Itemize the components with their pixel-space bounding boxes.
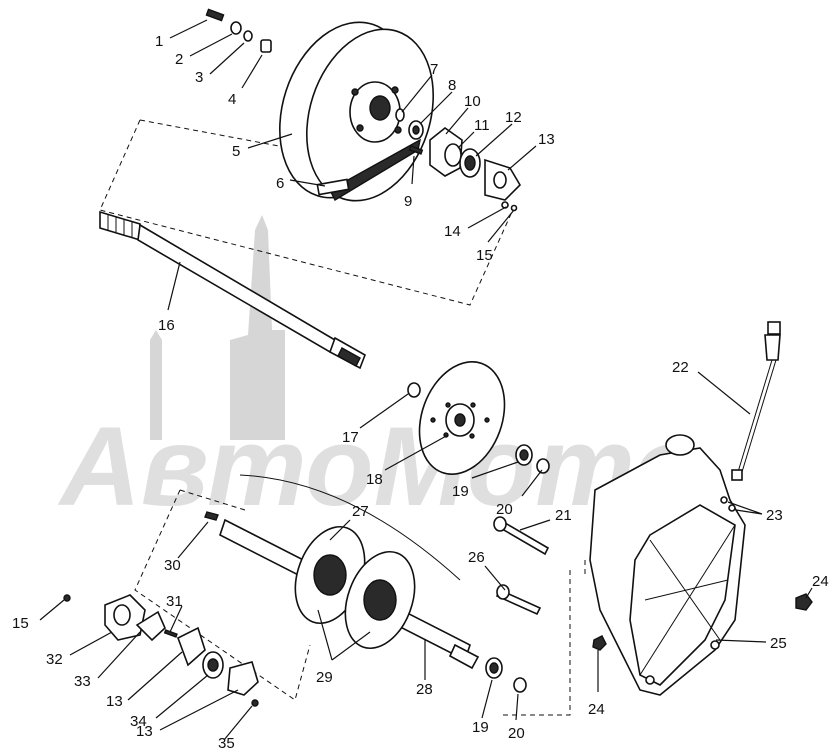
callout-19-mid: 19 [452,483,469,500]
callout-23: 23 [766,507,783,524]
callout-22: 22 [672,359,689,376]
callout-21: 21 [555,507,572,524]
callout-9: 9 [404,193,412,210]
callout-17: 17 [342,429,359,446]
callout-20-mid: 20 [496,501,513,518]
callout-25: 25 [770,635,787,652]
callout-14: 14 [444,223,461,240]
callout-15-bottom: 15 [12,615,29,632]
drive-pulley [279,21,435,202]
callout-3: 3 [195,69,203,86]
chaincase-housing [589,434,746,696]
callout-16: 16 [158,317,175,334]
callout-10: 10 [464,93,481,110]
callout-18: 18 [366,471,383,488]
callout-26: 26 [468,549,485,566]
brake-disc [418,361,506,475]
callout-8: 8 [448,77,456,94]
callout-4: 4 [228,91,236,108]
callout-34: 34 [130,713,147,730]
callout-19-bottom: 19 [472,719,489,736]
bolts [493,516,550,616]
assembly-outlines [99,119,586,716]
callout-30: 30 [164,557,181,574]
callout-13-c: 13 [136,723,153,740]
bearing-housing-parts [395,108,522,212]
callout-24-bottom: 24 [588,701,605,718]
callout-35: 35 [218,735,235,752]
callout-24-right: 24 [812,573,829,590]
callout-13-top: 13 [538,131,555,148]
callout-1: 1 [155,33,163,50]
callout-12: 12 [505,109,522,126]
lower-shaft-assembly [204,511,480,670]
callout-7: 7 [430,61,438,78]
callout-11: 11 [474,117,490,134]
callout-2: 2 [175,51,183,68]
dipstick [731,321,781,481]
callout-20-bottom: 20 [508,725,525,742]
callout-29: 29 [316,669,333,686]
leader-lines [39,19,813,741]
bolt-washer-set [205,8,272,53]
callout-15-top: 15 [476,247,493,264]
bearing-kit-lower [104,594,259,707]
callout-32: 32 [46,651,63,668]
nuts-and-screws [63,496,813,651]
driveshaft [99,210,366,370]
callout-31: 31 [166,593,183,610]
o-rings-and-bearings [407,382,550,693]
callout-27: 27 [352,503,369,520]
drive-chain [316,138,421,201]
callout-28: 28 [416,681,433,698]
callout-5: 5 [232,143,240,160]
callout-6: 6 [276,175,284,192]
callout-33: 33 [74,673,91,690]
callout-labels: 1 2 3 4 5 6 7 8 10 11 12 13 9 14 15 16 1… [12,33,829,752]
callout-13-b: 13 [106,693,123,710]
